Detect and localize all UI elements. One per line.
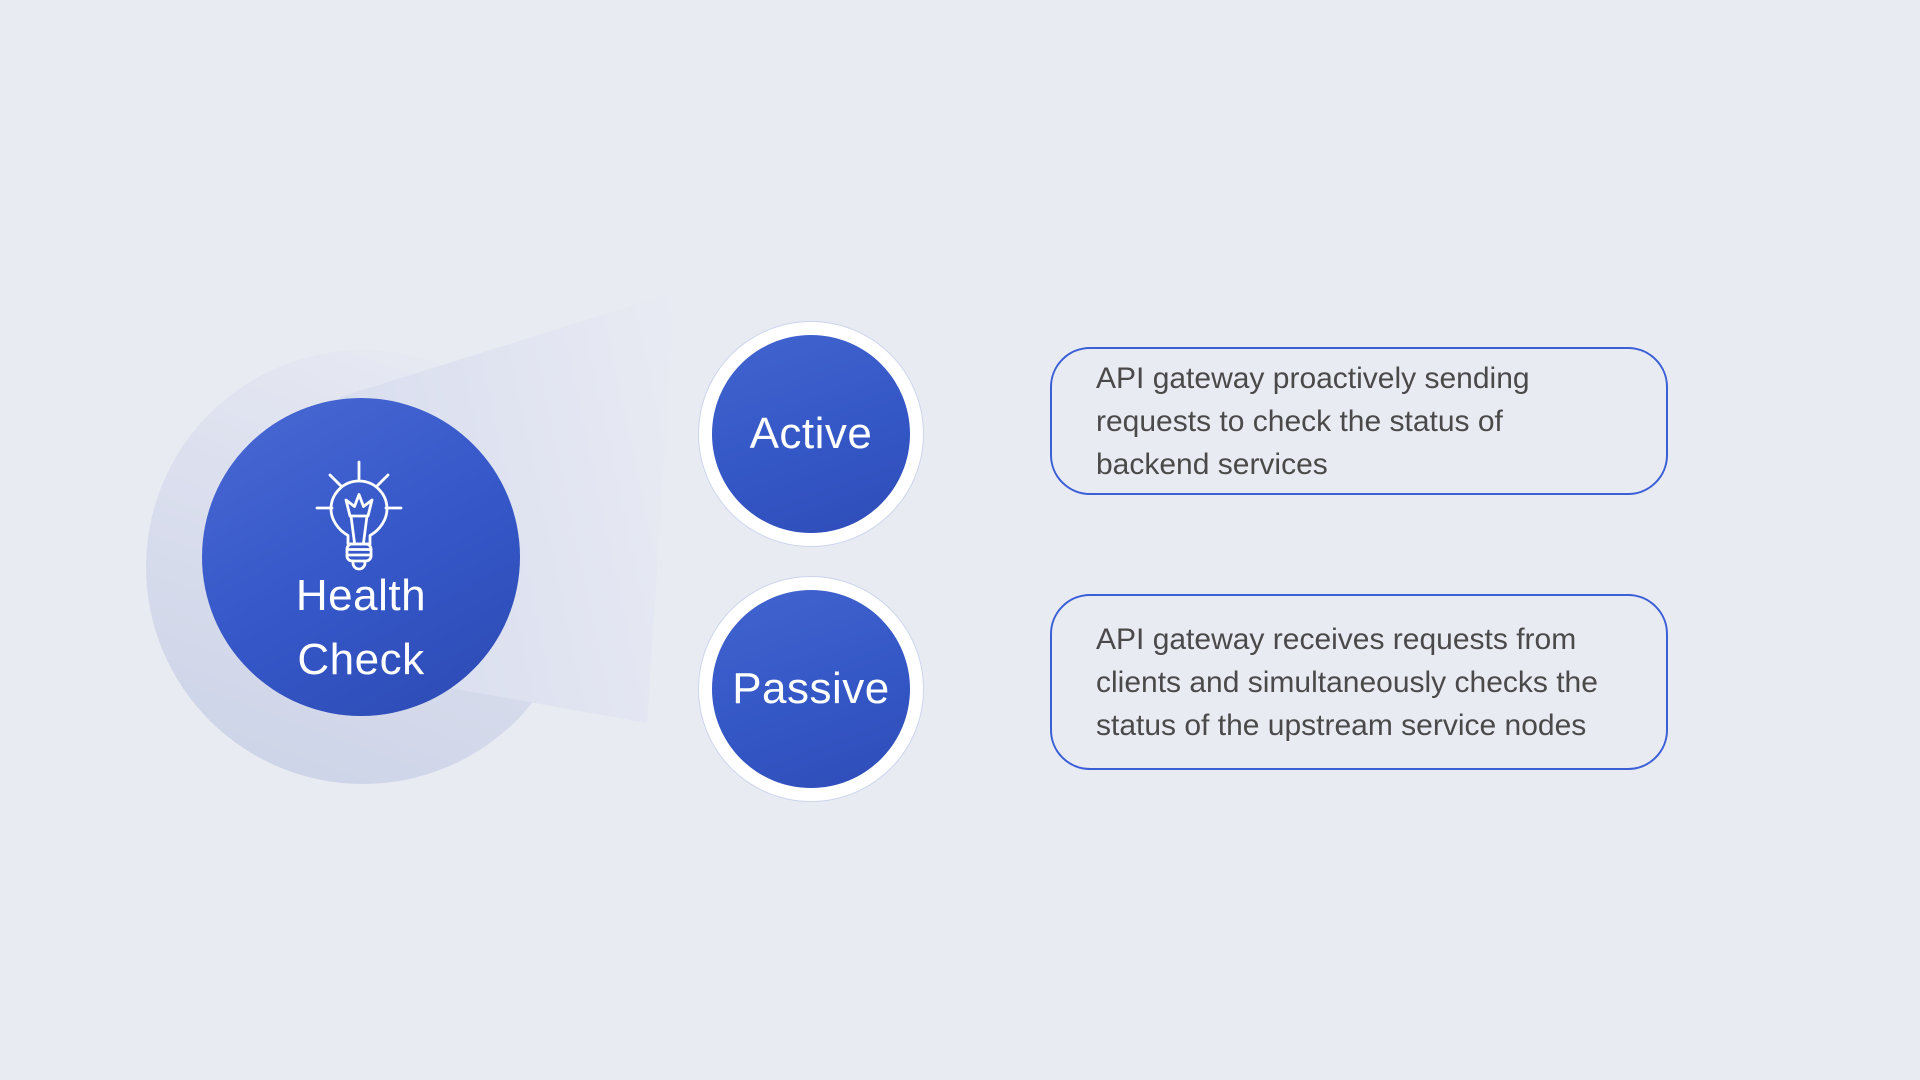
description-line: clients and simultaneously checks the <box>1096 665 1598 699</box>
description-line: API gateway proactively sending <box>1096 361 1530 395</box>
node-label-active: Active <box>749 409 873 458</box>
hub-circle-health-check: Health Check <box>202 398 520 716</box>
description-line: API gateway receives requests from <box>1096 622 1577 656</box>
lightbulb-icon <box>314 458 404 574</box>
hub-title: Health Check <box>202 564 520 692</box>
description-line: requests to check the status of <box>1096 404 1503 438</box>
node-circle-passive: Passive <box>699 577 923 801</box>
node-circle-active: Active <box>699 322 923 546</box>
description-line: status of the upstream service nodes <box>1096 708 1587 742</box>
hub-title-line2: Check <box>297 635 425 684</box>
description-box-passive: API gateway receives requests from clien… <box>1050 594 1668 770</box>
description-line: backend services <box>1096 447 1328 481</box>
description-box-active: API gateway proactively sending requests… <box>1050 347 1668 495</box>
hub-title-line1: Health <box>295 571 427 620</box>
node-label-passive: Passive <box>732 664 890 713</box>
node-core-passive: Passive <box>712 590 910 788</box>
node-core-active: Active <box>712 335 910 533</box>
